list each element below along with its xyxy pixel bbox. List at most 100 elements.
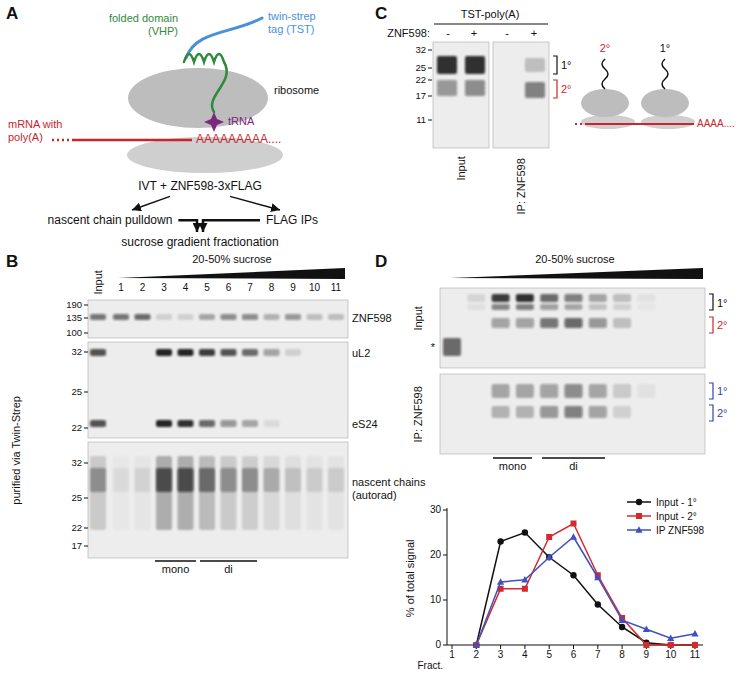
- gel-band: [285, 468, 301, 492]
- gel-band: [264, 349, 280, 356]
- gel-band: [589, 406, 607, 418]
- gel-band: [135, 314, 151, 320]
- axis-tick: 30: [430, 504, 441, 516]
- mw-marker: 135: [66, 313, 82, 324]
- gel-band: [540, 406, 558, 418]
- axis-tick: 2: [474, 649, 480, 661]
- legend-entry: Input - 2°: [626, 510, 697, 522]
- polya-label: AAAA....: [697, 118, 735, 130]
- gel-band: [637, 304, 655, 310]
- gel-band: [285, 456, 301, 530]
- lane-number: 3: [161, 282, 167, 294]
- gradient-label: 20-50% sucrose: [535, 253, 615, 266]
- mrna-line: [52, 139, 192, 142]
- flow-step: FLAG IPs: [264, 212, 320, 228]
- data-line: [476, 537, 695, 645]
- protein-label: ZNF598: [352, 312, 392, 325]
- gel-band: [516, 304, 534, 310]
- gel-band: [221, 314, 237, 320]
- gel-band: [525, 82, 545, 98]
- panel-letter: A: [6, 4, 18, 24]
- data-marker: [522, 529, 528, 535]
- disome-cartoon: [575, 59, 695, 129]
- data-marker: [691, 630, 698, 637]
- data-line: [476, 524, 695, 646]
- gel-panel-d: [440, 374, 705, 454]
- ribosome-illustration: [127, 68, 283, 173]
- gel-band: [221, 456, 237, 530]
- mrna-line: [72, 139, 192, 142]
- data-marker: [473, 642, 479, 648]
- data-marker: [643, 625, 650, 632]
- mw-marker: 190: [66, 300, 82, 311]
- data-marker: [668, 642, 674, 648]
- gel-band: [565, 294, 583, 302]
- blot-panel-b: [88, 300, 348, 338]
- gel-band: [264, 456, 280, 530]
- legend-entry: IP ZNF598: [626, 524, 704, 536]
- data-marker: [571, 521, 577, 527]
- gel-band: [437, 56, 457, 74]
- disome-cartoon: [602, 59, 608, 89]
- gel-band: [637, 294, 655, 302]
- species-label: 1°: [561, 59, 572, 72]
- gel-band: [178, 468, 194, 492]
- gel-band: [492, 304, 510, 310]
- lane-number: 7: [247, 282, 253, 294]
- disome-cartoon: [641, 115, 695, 129]
- nascent-chain: [186, 18, 262, 58]
- gel-band: [178, 456, 194, 530]
- gel-band: [589, 318, 607, 328]
- blot-panel-b: [88, 342, 348, 438]
- part-label: tRNA: [228, 115, 254, 128]
- protein-label: uL2: [352, 347, 370, 360]
- gel-band: [113, 314, 129, 320]
- lane-number: 2: [140, 282, 146, 294]
- species-label: 2°: [561, 83, 572, 96]
- step-text: IVT + ZNF598-3xFLAG: [138, 179, 262, 193]
- flow-arrow: [230, 196, 280, 210]
- data-marker: [570, 533, 577, 540]
- gel-band: [156, 314, 172, 320]
- disome-cartoon: [585, 123, 694, 125]
- flow-arrow: [203, 220, 260, 232]
- gel-band: [516, 294, 534, 302]
- legend-sample: [626, 511, 652, 521]
- data-marker: [668, 642, 674, 648]
- mw-marker: 22: [71, 523, 82, 534]
- gel-band: [113, 468, 129, 492]
- gel-band: [285, 314, 301, 320]
- axis-note: purified via Twin-Strep: [10, 396, 23, 505]
- panel-letter: C: [375, 4, 387, 24]
- gel-band: [242, 420, 258, 427]
- gel-band: [516, 384, 534, 398]
- gel-band: [565, 318, 583, 328]
- gel-band: [221, 468, 237, 492]
- gel-band: [492, 384, 510, 398]
- gel-band: [443, 338, 461, 356]
- data-marker: [473, 642, 479, 648]
- legend-sample: [626, 497, 652, 507]
- gel-band: [613, 294, 631, 302]
- mw-marker: 17: [71, 541, 82, 552]
- gel-band: [264, 468, 280, 492]
- gel-band: [613, 304, 631, 310]
- peak-label: di: [569, 460, 578, 473]
- gel-band: [589, 304, 607, 310]
- gel-band: [113, 456, 129, 530]
- mw-marker: 11: [416, 115, 426, 126]
- gel-band: [516, 406, 534, 418]
- axis-title: Fract.: [417, 660, 443, 672]
- domain-label: folded domain (VHP): [104, 12, 178, 37]
- gel-band: [328, 468, 344, 492]
- gel-band: [178, 349, 194, 356]
- axis-tick: 0: [435, 639, 441, 651]
- gel-band: [307, 314, 323, 320]
- gel-band: [178, 314, 194, 320]
- panel-letter: D: [375, 252, 387, 272]
- species-label: 2°: [600, 42, 611, 55]
- legend-text: Input - 2°: [656, 511, 697, 522]
- mw-marker: 100: [66, 328, 82, 339]
